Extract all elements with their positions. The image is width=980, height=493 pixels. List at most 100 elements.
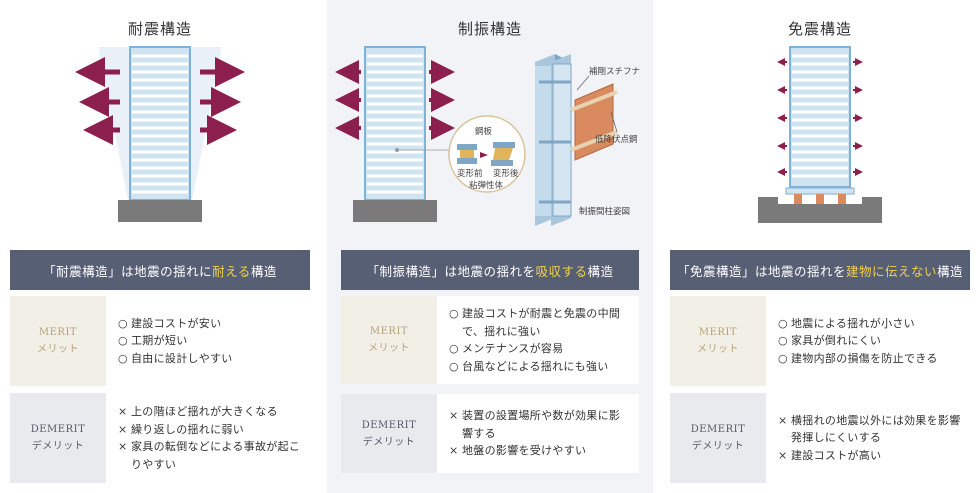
column-menshin: 免震構造 [670, 0, 970, 493]
circle-mark: ○ [449, 307, 459, 320]
foundation [353, 200, 437, 222]
demerit-label-ja: デメリット [362, 436, 416, 448]
demerit-label: DEMERIT デメリット [10, 393, 106, 483]
column-title: 制振構造 [457, 20, 522, 38]
taishin-building-diagram [75, 46, 245, 222]
headline-text-end: 構造 [587, 263, 614, 279]
list-item: ×地盤の影響を受けやすい [449, 442, 631, 460]
list-item: ○地震による揺れが小さい [778, 315, 962, 333]
list-item: ×繰り返しの揺れに弱い [118, 421, 302, 439]
demerit-label-en: DEMERIT [690, 424, 746, 435]
headline-highlight: 建物に伝えない [845, 263, 937, 279]
merit-label-ja: メリット [37, 344, 79, 355]
callout-stiffener: 補剛スチフナ [589, 66, 640, 77]
demerit-box: DEMERIT デメリット ×上の階ほど揺れが大きくなる ×繰り返しの揺れに弱い… [10, 393, 310, 483]
seishin-illustration: 鋼板 変形前 変形後 粘弾性体 補剛スチフナ 低降伏点鋼 制振間柱姿図 [327, 42, 653, 232]
headline-text-end: 構造 [937, 263, 964, 279]
list-item: ×家具の転倒などによる事故が起こりやすい [118, 438, 302, 473]
headline: 「制振構造」は地震の揺れを吸収する構造 [341, 250, 639, 290]
circle-mark: ○ [778, 316, 788, 330]
callout-steel-plate: 鋼板 [475, 126, 493, 137]
cross-mark: × [118, 405, 128, 418]
merit-label-en: MERIT [38, 327, 78, 338]
seishin-building-diagram: 鋼板 変形前 変形後 粘弾性体 補剛スチフナ 低降伏点鋼 制振間柱姿図 [335, 46, 640, 226]
callout-before: 変形前 [457, 168, 483, 179]
merit-list: ○地震による揺れが小さい ○家具が倒れにくい ○建物内部の損傷を防止できる [766, 296, 970, 386]
circle-mark: ○ [118, 351, 128, 365]
demerit-label-ja: デメリット [31, 441, 85, 452]
list-item: ×建設コストが高い [778, 447, 962, 465]
circle-mark: ○ [449, 342, 459, 355]
cross-mark: × [118, 422, 128, 436]
callout-viscoelastic: 粘弾性体 [469, 180, 504, 191]
list-item: ○建設コストが耐震と免震の中間で、揺れに強い [449, 305, 631, 340]
small-shake-arrows [777, 58, 863, 176]
demerit-list: ×上の階ほど揺れが大きくなる ×繰り返しの揺れに弱い ×家具の転倒などによる事故… [106, 393, 310, 483]
merit-label-en: MERIT [369, 326, 409, 337]
foundation [118, 200, 202, 222]
demerit-label-en: DEMERIT [361, 419, 417, 431]
list-item: ○台風などによる揺れにも強い [449, 358, 631, 376]
isolator-bearings [794, 194, 846, 204]
list-item: ○建設コストが安い [118, 315, 302, 333]
circle-mark: ○ [778, 334, 788, 348]
list-item: ×横揺れの地震以外には効果を影響発揮しにくいする [778, 412, 962, 447]
list-item: ×上の階ほど揺れが大きくなる [118, 403, 302, 421]
callout-after: 変形後 [493, 168, 519, 179]
merit-box: MERIT メリット ○地震による揺れが小さい ○家具が倒れにくい ○建物内部の… [670, 296, 970, 386]
column-taishin: 耐震構造 [10, 0, 310, 493]
headline-highlight: 耐える [212, 263, 251, 279]
demerit-label: DEMERIT デメリット [341, 394, 437, 473]
headline: 「免震構造」は地震の揺れを建物に伝えない構造 [670, 250, 970, 290]
building-body [789, 46, 851, 188]
merit-label: MERIT メリット [10, 296, 106, 386]
demerit-list: ×装置の設置場所や数が効果に影響する ×地盤の影響を受けやすい [437, 394, 639, 473]
demerit-label-ja: デメリット [691, 441, 745, 452]
taishin-illustration [10, 42, 310, 232]
list-item: ○家具が倒れにくい [778, 332, 962, 350]
cross-mark: × [449, 444, 459, 458]
callout-damper-figure: 制振間柱姿図 [579, 206, 630, 217]
menshin-illustration [670, 42, 970, 232]
merit-label: MERIT メリット [341, 296, 437, 384]
cross-mark: × [449, 409, 459, 423]
merit-label-ja: メリット [368, 343, 410, 354]
menshin-building-diagram [758, 46, 882, 223]
cross-mark: × [778, 448, 788, 462]
merit-list: ○建設コストが安い ○工期が短い ○自由に設計しやすい [106, 296, 310, 386]
list-item: ×装置の設置場所や数が効果に影響する [449, 407, 631, 442]
headline-text: 「免震構造」は地震の揺れを [676, 263, 846, 279]
column-seishin: 制振構造 [327, 0, 653, 493]
list-item: ○建物内部の損傷を防止できる [778, 350, 962, 368]
headline-text: 「耐震構造」は地震の揺れに [43, 263, 213, 279]
merit-label: MERIT メリット [670, 296, 766, 386]
circle-mark: ○ [118, 334, 128, 348]
demerit-label-en: DEMERIT [30, 424, 86, 435]
cross-mark: × [118, 440, 128, 453]
demerit-box: DEMERIT デメリット ×装置の設置場所や数が効果に影響する ×地盤の影響を… [341, 394, 639, 473]
headline: 「耐震構造」は地震の揺れに耐える構造 [10, 250, 310, 290]
demerit-box: DEMERIT デメリット ×横揺れの地震以外には効果を影響発揮しにくいする ×… [670, 393, 970, 483]
circle-mark: ○ [449, 359, 459, 373]
damper-detail-circle [448, 115, 526, 193]
shake-arrows [335, 60, 455, 140]
headline-text: 「制振構造」は地震の揺れを [366, 263, 536, 279]
merit-label-en: MERIT [698, 327, 738, 338]
callout-low-yield: 低降伏点鋼 [595, 134, 638, 145]
merit-box: MERIT メリット ○建設コストが安い ○工期が短い ○自由に設計しやすい [10, 296, 310, 386]
demerit-list: ×横揺れの地震以外には効果を影響発揮しにくいする ×建設コストが高い [766, 393, 970, 483]
circle-mark: ○ [778, 351, 788, 365]
merit-label-ja: メリット [697, 344, 739, 355]
cross-mark: × [778, 413, 788, 427]
merit-box: MERIT メリット ○建設コストが耐震と免震の中間で、揺れに強い ○メンテナン… [341, 296, 639, 384]
column-title: 免震構造 [787, 20, 852, 38]
headline-highlight: 吸収する [535, 263, 588, 279]
merit-list: ○建設コストが耐震と免震の中間で、揺れに強い ○メンテナンスが容易 ○台風などに… [437, 296, 639, 384]
list-item: ○メンテナンスが容易 [449, 340, 631, 358]
demerit-label: DEMERIT デメリット [670, 393, 766, 483]
list-item: ○工期が短い [118, 332, 302, 350]
circle-mark: ○ [118, 316, 128, 330]
headline-text-end: 構造 [250, 263, 277, 279]
column-title: 耐震構造 [127, 20, 192, 38]
list-item: ○自由に設計しやすい [118, 350, 302, 368]
